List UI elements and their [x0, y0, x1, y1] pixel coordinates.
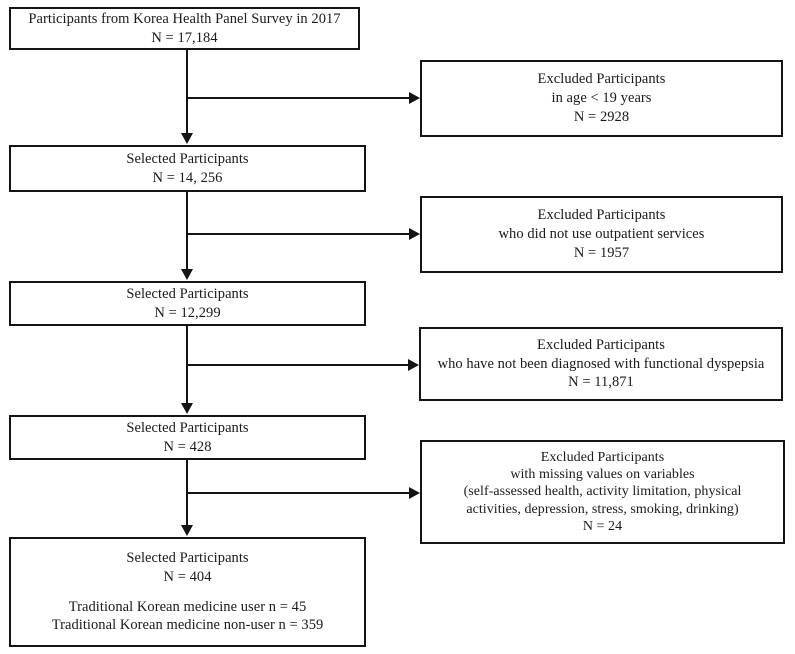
connector-vertical-stage-1	[186, 50, 188, 134]
node-start-participants: Participants from Korea Health Panel Sur…	[9, 7, 360, 50]
node-selected-2-line-2: N = 12,299	[154, 304, 221, 321]
node-excluded-4-line-5: N = 24	[582, 518, 623, 534]
node-final-line-1: Selected Participants	[126, 549, 249, 566]
node-final-cohort: Selected Participants N = 404 Traditiona…	[9, 537, 366, 647]
node-excluded-missing-values: Excluded Participants with missing value…	[420, 440, 785, 544]
arrowhead-right-excluded-3	[408, 359, 419, 371]
arrowhead-down-stage-1	[181, 133, 193, 144]
node-excluded-4-line-4: activities, depression, stress, smoking,…	[466, 501, 739, 517]
node-excluded-1-line-3: N = 2928	[573, 108, 630, 125]
node-excluded-3-line-3: N = 11,871	[568, 374, 634, 391]
arrowhead-right-excluded-1	[409, 92, 420, 104]
node-excluded-2-line-2: who did not use outpatient services	[498, 226, 705, 243]
connector-horizontal-excluded-2	[186, 233, 410, 235]
node-excluded-4-line-2: with missing values on variables	[510, 467, 695, 483]
node-selected-1-line-2: N = 14, 256	[152, 169, 223, 186]
node-excluded-2-line-1: Excluded Participants	[537, 207, 666, 224]
node-selected-1-line-1: Selected Participants	[126, 150, 249, 167]
connector-horizontal-excluded-3	[186, 364, 409, 366]
node-selected-12299: Selected Participants N = 12,299	[9, 281, 366, 326]
node-final-detail-2: Traditional Korean medicine non-user n =…	[51, 617, 324, 634]
connector-vertical-stage-2	[186, 192, 188, 271]
node-excluded-outpatient: Excluded Participants who did not use ou…	[420, 196, 783, 273]
node-final-detail-1: Traditional Korean medicine user n = 45	[68, 598, 307, 615]
arrowhead-right-excluded-4	[409, 487, 420, 499]
node-excluded-dyspepsia: Excluded Participants who have not been …	[419, 327, 783, 401]
arrowhead-down-stage-2	[181, 269, 193, 280]
arrowhead-down-stage-4	[181, 525, 193, 536]
node-selected-428: Selected Participants N = 428	[9, 415, 366, 460]
connector-horizontal-excluded-4	[186, 492, 410, 494]
node-final-line-2: N = 404	[163, 568, 212, 585]
node-excluded-1-line-2: in age < 19 years	[551, 90, 652, 107]
node-start-line-2: N = 17,184	[151, 29, 218, 46]
arrowhead-down-stage-3	[181, 403, 193, 414]
node-selected-3-line-1: Selected Participants	[126, 419, 249, 436]
node-excluded-4-line-3: (self-assessed health, activity limitati…	[463, 484, 742, 500]
node-start-line-1: Participants from Korea Health Panel Sur…	[28, 10, 341, 27]
node-excluded-age: Excluded Participants in age < 19 years …	[420, 60, 783, 137]
node-excluded-3-line-1: Excluded Participants	[537, 336, 665, 353]
node-selected-3-line-2: N = 428	[163, 438, 212, 455]
arrowhead-right-excluded-2	[409, 228, 420, 240]
node-excluded-4-line-1: Excluded Participants	[540, 450, 665, 466]
node-excluded-3-line-2: who have not been diagnosed with functio…	[437, 355, 765, 372]
node-selected-2-line-1: Selected Participants	[126, 285, 249, 302]
connector-horizontal-excluded-1	[186, 97, 410, 99]
node-selected-14256: Selected Participants N = 14, 256	[9, 145, 366, 192]
node-excluded-2-line-3: N = 1957	[573, 244, 630, 261]
node-excluded-1-line-1: Excluded Participants	[537, 71, 666, 88]
